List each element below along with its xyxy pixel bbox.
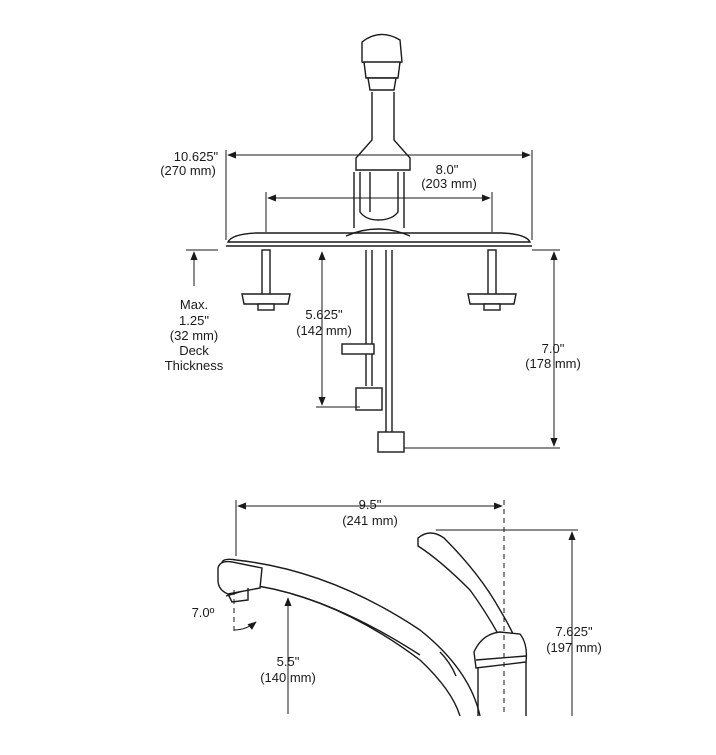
deck-thickness-line5: Thickness	[165, 358, 224, 373]
deck-thickness-line2: 1.25"	[179, 313, 209, 328]
spout-angle-label: 7.0º	[192, 605, 215, 620]
spout-clearance-label: 5.5"	[277, 654, 300, 669]
reach-label: 9.5"	[359, 497, 382, 512]
overall-height-label: 7.625"	[555, 624, 593, 639]
reach-mm-label: (241 mm)	[342, 513, 398, 528]
supply-length-label: 7.0"	[542, 341, 565, 356]
deck-thickness-line3: (32 mm)	[170, 328, 218, 343]
hole-spacing-label: 8.0"	[436, 162, 459, 177]
overall-width-label: 10.625"	[174, 149, 219, 164]
deck-thickness-line1: Max.	[180, 297, 208, 312]
shank-length-label: 5.625"	[305, 307, 343, 322]
supply-length-mm-label: (178 mm)	[525, 356, 581, 371]
front-view-faucet	[226, 33, 532, 247]
mounting-shanks	[241, 249, 517, 453]
spout-angle-arc	[233, 621, 257, 631]
hole-spacing-mm-label: (203 mm)	[421, 176, 477, 191]
side-view-faucet	[217, 532, 528, 717]
shank-length-mm-label: (142 mm)	[296, 323, 352, 338]
overall-height-mm-label: (197 mm)	[546, 640, 602, 655]
overall-width-mm-label: (270 mm)	[160, 163, 216, 178]
spout-clearance-mm-label: (140 mm)	[260, 670, 316, 685]
deck-thickness-line4: Deck	[179, 343, 209, 358]
